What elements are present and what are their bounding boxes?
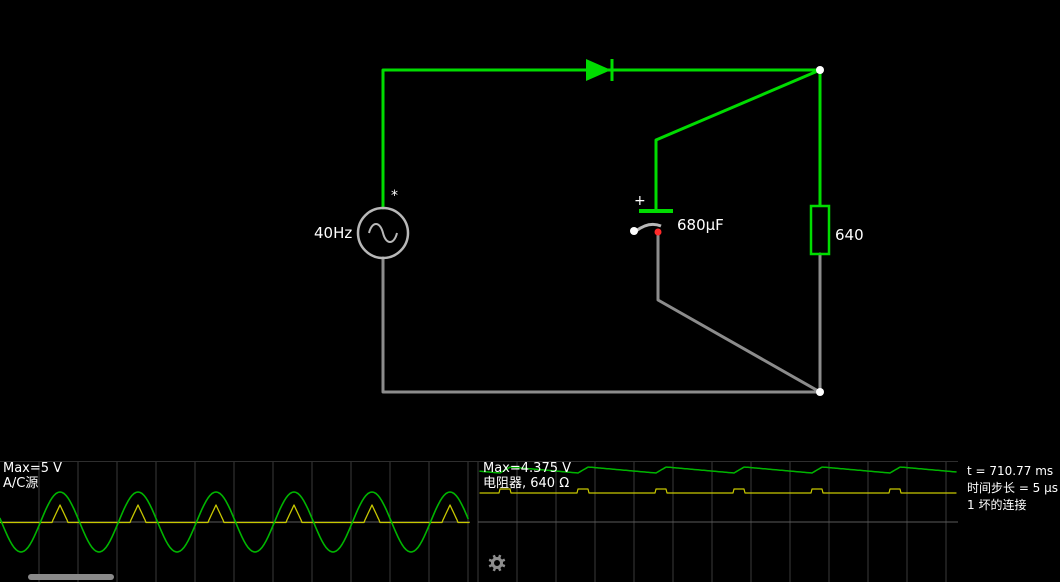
diode[interactable]: [586, 59, 614, 81]
scope-right-title: 电阻器, 640 Ω: [483, 476, 570, 491]
source-star-mark: *: [391, 188, 398, 204]
scope-right-max-label: Max=4.375 V: [483, 461, 572, 476]
scope-left-max-label: Max=5 V: [3, 461, 63, 476]
capacitor-plus-sign: +: [634, 193, 646, 209]
neutral-wires[interactable]: [381, 232, 822, 394]
sim-time-readout: t = 710.77 ms: [967, 464, 1054, 478]
resistor[interactable]: [809, 204, 831, 256]
scope-panel-left[interactable]: [0, 462, 470, 582]
scope-scrollbar-thumb[interactable]: [28, 574, 114, 580]
capacitor-value-label: 680µF: [677, 216, 724, 234]
active-wires[interactable]: [381, 68, 822, 211]
connection-nodes: [630, 66, 824, 396]
ac-source[interactable]: [356, 206, 410, 260]
settings-gear-icon[interactable]: [488, 554, 506, 572]
resistor-value-label: 640: [835, 226, 864, 244]
scope-right-traces: [479, 466, 957, 494]
source-frequency-label: 40Hz: [314, 224, 353, 242]
scope-left-title: A/C源: [3, 476, 39, 491]
sim-timestep-readout: 时间步长 = 5 µs: [967, 481, 1059, 495]
switch-open[interactable]: [635, 222, 662, 233]
bad-connection-warning: 1 坏的连接: [967, 498, 1027, 512]
scope-left-traces: [0, 491, 470, 553]
